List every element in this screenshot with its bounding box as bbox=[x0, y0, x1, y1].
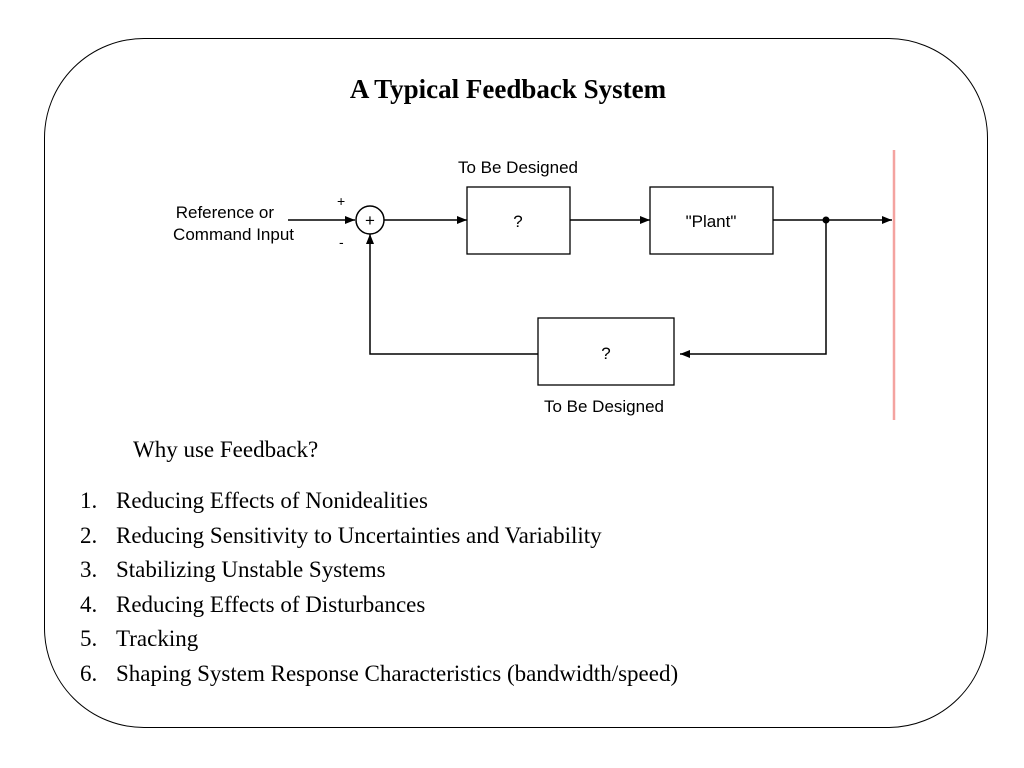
list-item-text: Tracking bbox=[116, 626, 199, 651]
controller-caption: To Be Designed bbox=[458, 158, 578, 177]
plus-sign: + bbox=[337, 193, 345, 209]
list-item-text: Reducing Effects of Disturbances bbox=[116, 591, 426, 617]
list-item: 3. Stabilizing Unstable Systems bbox=[80, 553, 678, 588]
controller-block bbox=[466, 186, 571, 255]
list-item-number: 2. bbox=[80, 522, 98, 548]
input-label-line1: Reference or bbox=[176, 203, 275, 222]
list-item: 6. Shaping System Response Characteristic… bbox=[80, 657, 678, 692]
feedback-caption: To Be Designed bbox=[544, 397, 664, 416]
list-item-number: 1. bbox=[80, 488, 98, 513]
list-item-text: Stabilizing Unstable Systems bbox=[116, 557, 386, 582]
input-label-line2: Command Input bbox=[173, 225, 294, 244]
question-text: Why use Feedback? bbox=[133, 437, 319, 462]
list-item-text: Reducing Sensitivity to Uncertainties an… bbox=[116, 522, 602, 548]
list-item: 1. Reducing Effects of Nonidealities bbox=[80, 484, 678, 519]
list-item: 2. Reducing Sensitivity to Uncertainties … bbox=[80, 519, 678, 554]
feedback-block bbox=[537, 317, 675, 386]
feedback-label: ? bbox=[601, 344, 610, 363]
slide-title: A Typical Feedback System bbox=[349, 74, 667, 104]
minus-sign: - bbox=[339, 234, 344, 250]
reasons-list: 1. Reducing Effects of Nonidealities 2. Re… bbox=[80, 484, 678, 691]
list-item-number: 6. bbox=[80, 660, 98, 686]
list-item-text: Reducing Effects of Nonidealities bbox=[116, 488, 428, 513]
list-item: 4. Reducing Effects of Disturbances bbox=[80, 588, 678, 623]
slide-frame bbox=[44, 38, 988, 728]
list-item-number: 5. bbox=[80, 626, 98, 651]
list-item-text: Shaping System Response Characteristics … bbox=[116, 660, 679, 686]
plant-label: "Plant" bbox=[686, 212, 737, 231]
feedback-path-down bbox=[680, 220, 827, 358]
list-item-number: 4. bbox=[80, 591, 98, 617]
summing-symbol: + bbox=[365, 211, 375, 230]
list-item-number: 3. bbox=[80, 557, 98, 582]
controller-label: ? bbox=[513, 212, 522, 231]
list-item: 5. Tracking bbox=[80, 622, 678, 657]
feedback-return-arrow bbox=[366, 234, 538, 355]
